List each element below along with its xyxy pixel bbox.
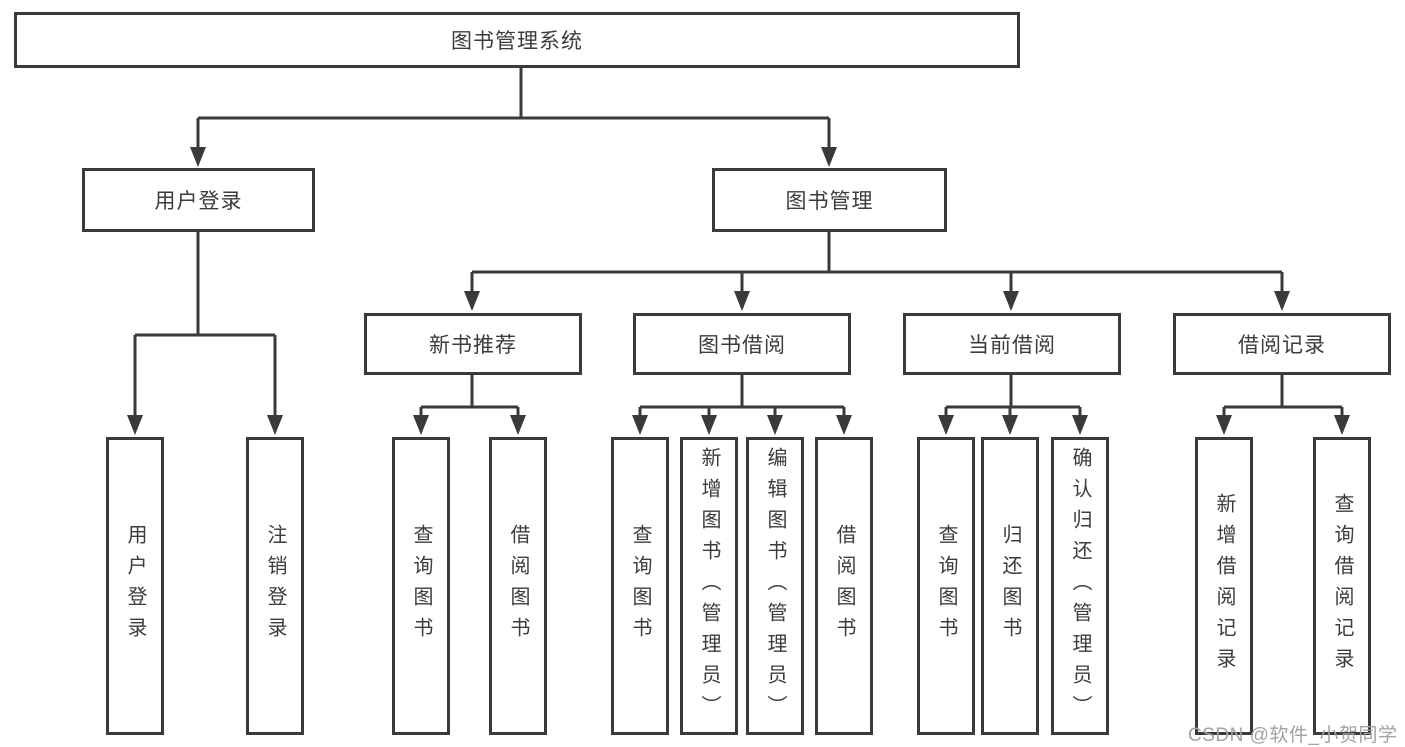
node-label: 当前借阅 <box>968 334 1056 357</box>
node-label: 借阅图书 <box>507 524 529 648</box>
node-user-login: 用户登录 <box>82 168 315 232</box>
node-leaf-return-books: 归还图书 <box>981 437 1039 735</box>
node-label: 图书借阅 <box>698 334 786 357</box>
node-label: 查询图书 <box>629 524 651 648</box>
connector-borrowrecord-to-leaves <box>1216 375 1350 435</box>
node-current-borrow: 当前借阅 <box>903 313 1121 375</box>
node-label: 借阅记录 <box>1238 334 1326 357</box>
node-label: 图书管理系统 <box>451 30 583 53</box>
node-label: 编辑图书（管理员） <box>764 446 786 726</box>
node-leaf-confirm-return-admin: 确认归还（管理员） <box>1051 437 1109 735</box>
node-leaf-query-books: 查询图书 <box>392 437 450 735</box>
node-book-borrow: 图书借阅 <box>633 313 851 375</box>
connector-bookmgmt-to-level3 <box>464 232 1290 311</box>
node-label: 用户登录 <box>154 190 243 213</box>
connector-root-to-level2 <box>190 68 837 167</box>
node-leaf-query-borrow-record: 查询借阅记录 <box>1313 437 1371 735</box>
node-leaf-borrow-books: 借阅图书 <box>489 437 547 735</box>
node-label: 查询图书 <box>410 524 432 648</box>
node-leaf-add-borrow-record: 新增借阅记录 <box>1195 437 1253 735</box>
node-label: 图书管理 <box>785 190 874 213</box>
csdn-watermark: CSDN @软件_小贺同学 <box>1188 725 1398 746</box>
node-leaf-query-books: 查询图书 <box>917 437 975 735</box>
node-book-management: 图书管理 <box>712 168 947 232</box>
node-label: 注销登录 <box>264 524 286 648</box>
node-label: 新增借阅记录 <box>1213 493 1235 679</box>
node-new-book-recommend: 新书推荐 <box>364 313 582 375</box>
node-leaf-borrow-books: 借阅图书 <box>815 437 873 735</box>
node-borrow-record: 借阅记录 <box>1173 313 1391 375</box>
connector-newbook-to-leaves <box>413 375 526 435</box>
node-leaf-edit-books-admin: 编辑图书（管理员） <box>746 437 804 735</box>
node-library-management-system: 图书管理系统 <box>14 12 1020 68</box>
connector-currentborrow-to-leaves <box>938 375 1088 435</box>
connector-bookborrow-to-leaves <box>632 375 852 435</box>
node-leaf-query-books: 查询图书 <box>611 437 669 735</box>
node-label: 确认归还（管理员） <box>1069 446 1091 726</box>
node-leaf-logout: 注销登录 <box>246 437 304 735</box>
node-label: 新增图书（管理员） <box>698 446 720 726</box>
node-leaf-user-login: 用户登录 <box>106 437 164 735</box>
node-label: 用户登录 <box>124 524 146 648</box>
node-label: 借阅图书 <box>833 524 855 648</box>
node-label: 新书推荐 <box>429 334 517 357</box>
connector-userlogin-to-leaves <box>127 232 283 435</box>
node-label: 查询图书 <box>935 524 957 648</box>
node-label: 查询借阅记录 <box>1331 493 1353 679</box>
node-label: 归还图书 <box>999 524 1021 648</box>
node-leaf-add-books-admin: 新增图书（管理员） <box>680 437 738 735</box>
